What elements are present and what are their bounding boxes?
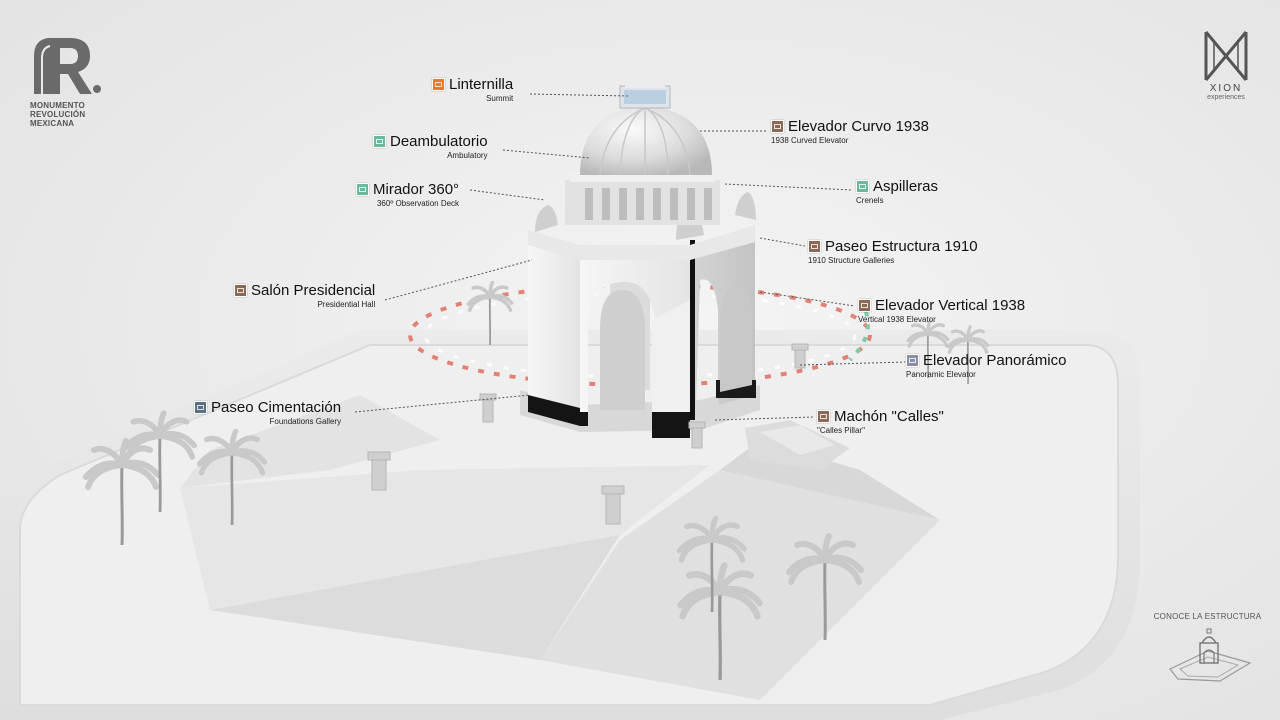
logo-line-2: REVOLUCIÓN — [30, 110, 86, 119]
hotspot-deambulatorio[interactable]: Deambulatorio Ambulatory — [373, 133, 488, 160]
deambulatorio-title: Deambulatorio — [390, 133, 488, 150]
salon-title: Salón Presidencial — [251, 282, 376, 299]
mirador-sub: 360º Observation Deck — [376, 199, 460, 208]
logo-line-3: MEXICANA — [30, 119, 75, 128]
salon-icon — [234, 284, 247, 297]
mirador-title: Mirador 360° — [373, 181, 460, 198]
elevador-curvo-sub: 1938 Curved Elevator — [771, 136, 849, 145]
conoce-label: CONOCE LA ESTRUCTURA — [1153, 612, 1262, 621]
salon-sub: Presidential Hall — [317, 300, 376, 309]
xion-m-logo-icon — [1204, 31, 1248, 81]
machon-sub: "Calles Pillar" — [817, 426, 865, 435]
hotspot-elevador-vertical[interactable]: Elevador Vertical 1938 Vertical 1938 Ele… — [858, 297, 1025, 324]
elevador-vertical-title: Elevador Vertical 1938 — [875, 297, 1026, 314]
cimentacion-sub: Foundations Gallery — [269, 417, 342, 426]
elevador-panoramico-icon — [906, 354, 919, 367]
paseo-estructura-sub: 1910 Structure Galleries — [808, 256, 895, 265]
structure-thumbnail-icon — [1168, 628, 1251, 682]
elevador-curvo-title: Elevador Curvo 1938 — [788, 118, 929, 135]
aspilleras-title: Aspilleras — [873, 178, 939, 195]
hotspot-linternilla[interactable]: Linternilla Summit — [432, 76, 513, 103]
monumento-logo: MONUMENTO REVOLUCIÓN MEXICANA — [30, 34, 110, 128]
elevador-curvo-icon — [771, 120, 784, 133]
deambulatorio-sub: Ambulatory — [447, 151, 488, 160]
linternilla-sub: Summit — [486, 94, 514, 103]
hotspot-salon[interactable]: Salón Presidencial Presidential Hall — [234, 282, 375, 309]
hotspot-elevador-curvo[interactable]: Elevador Curvo 1938 1938 Curved Elevator — [771, 118, 929, 145]
hotspot-mirador[interactable]: Mirador 360° 360º Observation Deck — [356, 181, 459, 208]
paseo-estructura-title: Paseo Estructura 1910 — [825, 238, 978, 255]
aspilleras-sub: Crenels — [856, 196, 884, 205]
linternilla-icon — [432, 78, 445, 91]
machon-icon — [817, 410, 830, 423]
mirador-icon — [356, 183, 369, 196]
cimentacion-title: Paseo Cimentación — [211, 399, 342, 416]
machon-title: Machón "Calles" — [834, 408, 944, 425]
elevador-vertical-icon — [858, 299, 871, 312]
brand-name: XION — [1209, 83, 1243, 94]
linternilla-title: Linternilla — [449, 76, 514, 93]
elevador-vertical-sub: Vertical 1938 Elevator — [858, 315, 936, 324]
elevador-panoramico-sub: Panoramic Elevator — [906, 370, 976, 379]
monumento-r-logo-icon — [34, 38, 101, 94]
hotspot-cimentacion[interactable]: Paseo Cimentación Foundations Gallery — [194, 399, 341, 426]
hotspot-aspilleras[interactable]: Aspilleras Crenels — [856, 178, 938, 205]
hotspot-elevador-panoramico[interactable]: Elevador Panorámico Panoramic Elevator — [906, 352, 1066, 379]
conoce-estructura-button[interactable]: CONOCE LA ESTRUCTURA — [1150, 612, 1265, 688]
aspilleras-icon — [856, 180, 869, 193]
logo-line-1: MONUMENTO — [30, 101, 85, 110]
xion-brand: XION experiences — [1200, 30, 1252, 101]
cimentacion-icon — [194, 401, 207, 414]
hotspot-machon[interactable]: Machón "Calles" "Calles Pillar" — [817, 408, 944, 435]
elevador-panoramico-title: Elevador Panorámico — [923, 352, 1067, 369]
hotspot-paseo-estructura[interactable]: Paseo Estructura 1910 1910 Structure Gal… — [808, 238, 978, 265]
brand-sub: experiences — [1207, 94, 1245, 101]
deambulatorio-icon — [373, 135, 386, 148]
paseo-estructura-icon — [808, 240, 821, 253]
